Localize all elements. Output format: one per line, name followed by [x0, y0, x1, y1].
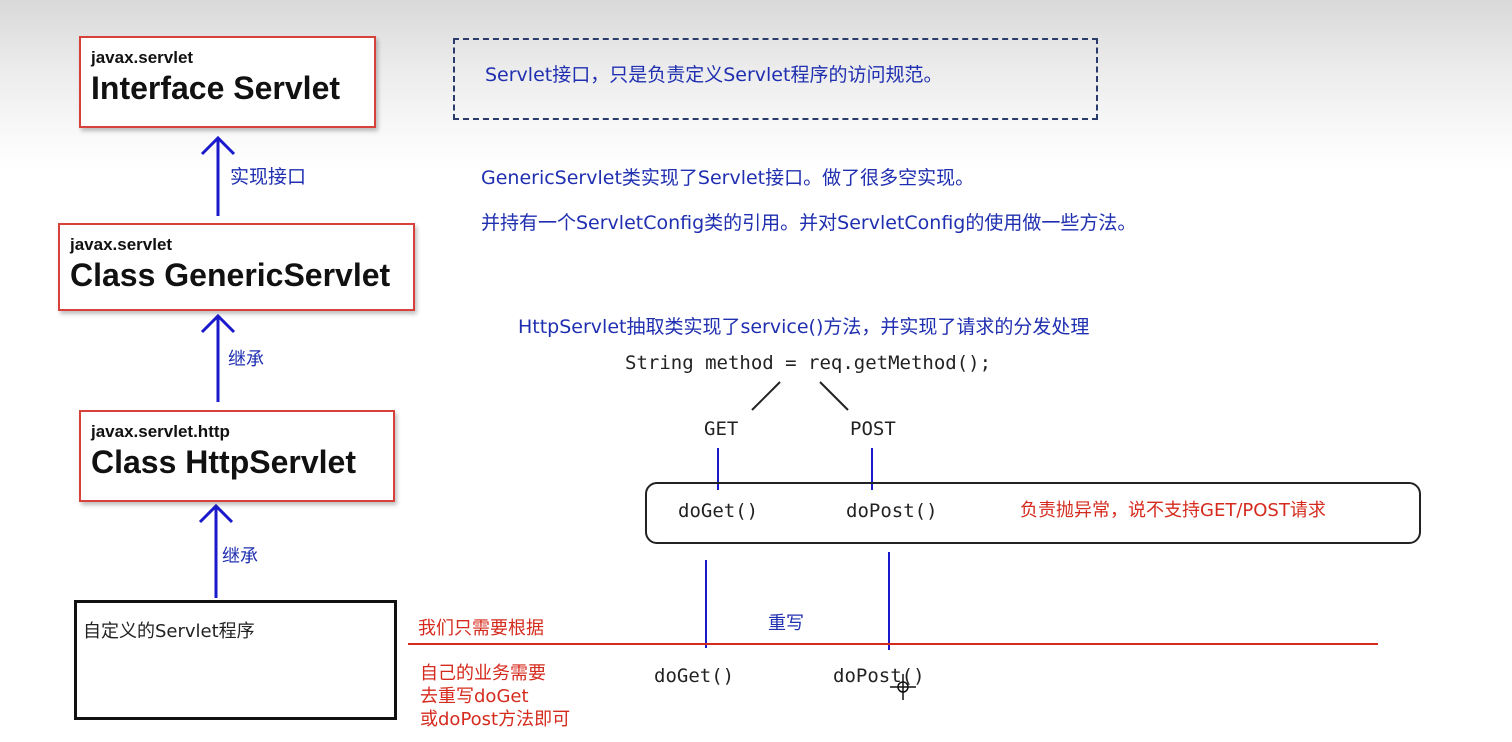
do-get-method: doGet()	[678, 500, 759, 522]
http-note-title: HttpServlet抽取类实现了service()方法，并实现了请求的分发处理	[518, 316, 1090, 338]
post-label: POST	[850, 418, 896, 440]
servlet-note-text: Servlet接口，只是负责定义Servlet程序的访问规范。	[485, 64, 943, 86]
generic-servlet-box: javax.servlet Class GenericServlet	[58, 223, 415, 311]
override-do-get: doGet()	[654, 665, 735, 687]
servlet-note-box: Servlet接口，只是负责定义Servlet程序的访问规范。	[453, 38, 1098, 120]
override-do-post: doPost()	[833, 665, 925, 687]
package-label: javax.servlet.http	[91, 422, 230, 441]
generic-note-line1: GenericServlet类实现了Servlet接口。做了很多空实现。	[481, 167, 975, 189]
implements-arrow	[200, 135, 236, 216]
dispatch-box: doGet() doPost() 负责抛异常，说不支持GET/POST请求	[645, 482, 1421, 544]
cursor-icon	[890, 674, 916, 700]
class-name: Class GenericServlet	[70, 257, 391, 293]
class-name: Interface Servlet	[91, 70, 341, 106]
override-note-line1: 自己的业务需要	[420, 663, 546, 684]
class-name: Class HttpServlet	[91, 444, 356, 480]
get-label: GET	[704, 418, 739, 440]
error-note: 负责抛异常，说不支持GET/POST请求	[1020, 500, 1326, 521]
override-note-line3: 或doPost方法即可	[420, 709, 571, 730]
do-post-method: doPost()	[846, 500, 938, 522]
generic-note-line2: 并持有一个ServletConfig类的引用。并对ServletConfig的使…	[481, 212, 1137, 234]
override-left-note: 我们只需要根据	[418, 618, 544, 639]
http-servlet-box: javax.servlet.http Class HttpServlet	[79, 410, 395, 502]
extends-arrow-2	[198, 503, 234, 598]
package-label: javax.servlet	[91, 48, 194, 67]
implements-label: 实现接口	[230, 166, 307, 188]
branch-lines	[751, 381, 849, 411]
interface-servlet-box: javax.servlet Interface Servlet	[79, 36, 376, 128]
custom-servlet-label: 自定义的Servlet程序	[83, 621, 255, 642]
method-code: String method = req.getMethod();	[625, 352, 992, 374]
extends-label-1: 继承	[228, 349, 264, 370]
extends-label-2: 继承	[222, 546, 258, 567]
custom-servlet-box: 自定义的Servlet程序	[74, 600, 397, 720]
package-label: javax.servlet	[70, 235, 173, 254]
override-label: 重写	[768, 613, 804, 634]
override-note-line2: 去重写doGet	[420, 686, 529, 707]
extends-arrow-1	[200, 313, 236, 402]
